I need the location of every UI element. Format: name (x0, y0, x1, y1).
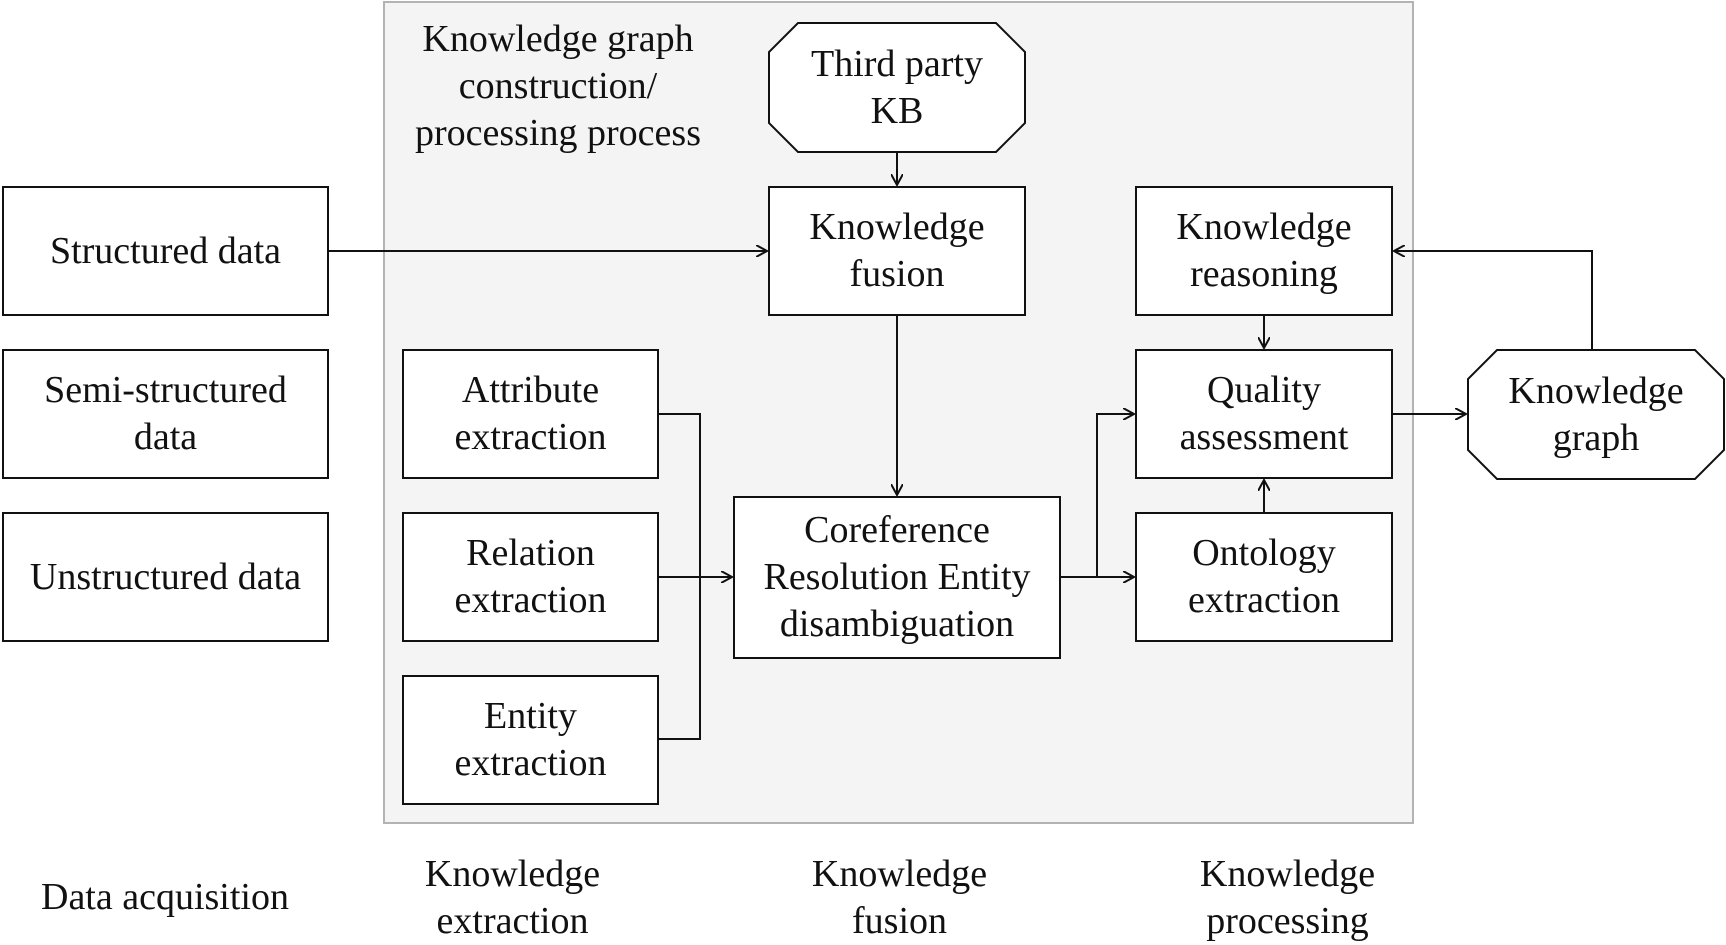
knowledge-graph-label: Knowledge graph (1508, 369, 1684, 459)
semi-structured-data-box: Semi-structured data (2, 349, 329, 479)
octagon-shape (768, 22, 1026, 153)
unstructured-data-box: Unstructured data (2, 512, 329, 642)
knowledge-fusion-box: Knowledge fusion (768, 186, 1026, 316)
knowledge-graph-node: Knowledge graph (1467, 349, 1725, 480)
octagon-shape (1467, 349, 1725, 480)
third-party-kb-node: Third party KB (768, 22, 1026, 153)
arrow-coreference-to-quality (1096, 414, 1134, 577)
entity-extraction-box: Entity extraction (402, 675, 659, 805)
stage-label-fusion: Knowledge fusion (811, 853, 988, 942)
relation-extraction-box: Relation extraction (402, 512, 659, 642)
quality-assessment-box: Quality assessment (1135, 349, 1393, 479)
attribute-extraction-box: Attribute extraction (402, 349, 659, 479)
ontology-extraction-box: Ontology extraction (1135, 512, 1393, 642)
stage-label-processing: Knowledge processing (1199, 853, 1376, 942)
stage-label-acquisition: Data acquisition (41, 876, 289, 918)
stage-label-extraction: Knowledge extraction (424, 853, 601, 942)
third-party-kb-label: Third party KB (810, 42, 983, 132)
panel-title: Knowledge graph construction/ processing… (415, 18, 701, 154)
knowledge-reasoning-box: Knowledge reasoning (1135, 186, 1393, 316)
structured-data-box: Structured data (2, 186, 329, 316)
arrow-graph-to-reasoning (1394, 251, 1593, 349)
coreference-resolution-box: Coreference Resolution Entity disambigua… (733, 496, 1061, 659)
